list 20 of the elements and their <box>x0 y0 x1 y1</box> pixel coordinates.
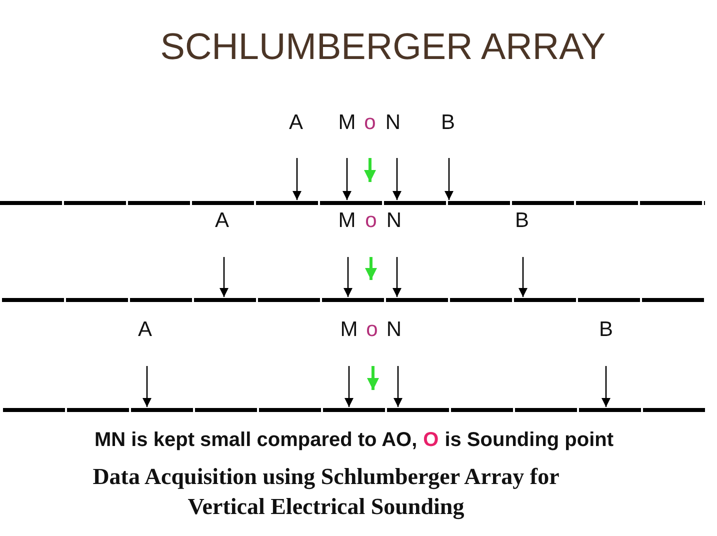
electrode-label: N <box>386 319 402 341</box>
electrode-label: A <box>289 112 303 134</box>
electrode-label: A <box>138 319 152 341</box>
electrode-label: B <box>515 210 529 232</box>
title: SCHLUMBERGER ARRAY <box>160 27 606 67</box>
electrode-label: M <box>338 210 356 232</box>
note-text: is Sounding point <box>444 428 614 452</box>
sounding-point-label: o <box>366 319 378 341</box>
caption: Data Acquisition using Schlumberger Array for Vertical Electrical Sounding <box>92 463 560 522</box>
electrode-label: N <box>386 210 402 232</box>
electrode-label: M <box>340 319 358 341</box>
sounding-point-mark: O <box>423 428 439 452</box>
electrode-label: B <box>599 319 613 341</box>
electrode-label: B <box>441 112 455 134</box>
sounding-point-label: o <box>365 210 377 232</box>
note-text: MN is kept small compared to AO, <box>94 428 418 452</box>
electrode-label: A <box>215 210 229 232</box>
electrode-label: M <box>338 112 356 134</box>
electrode-label: N <box>385 112 401 134</box>
sounding-point-label: o <box>364 112 376 134</box>
